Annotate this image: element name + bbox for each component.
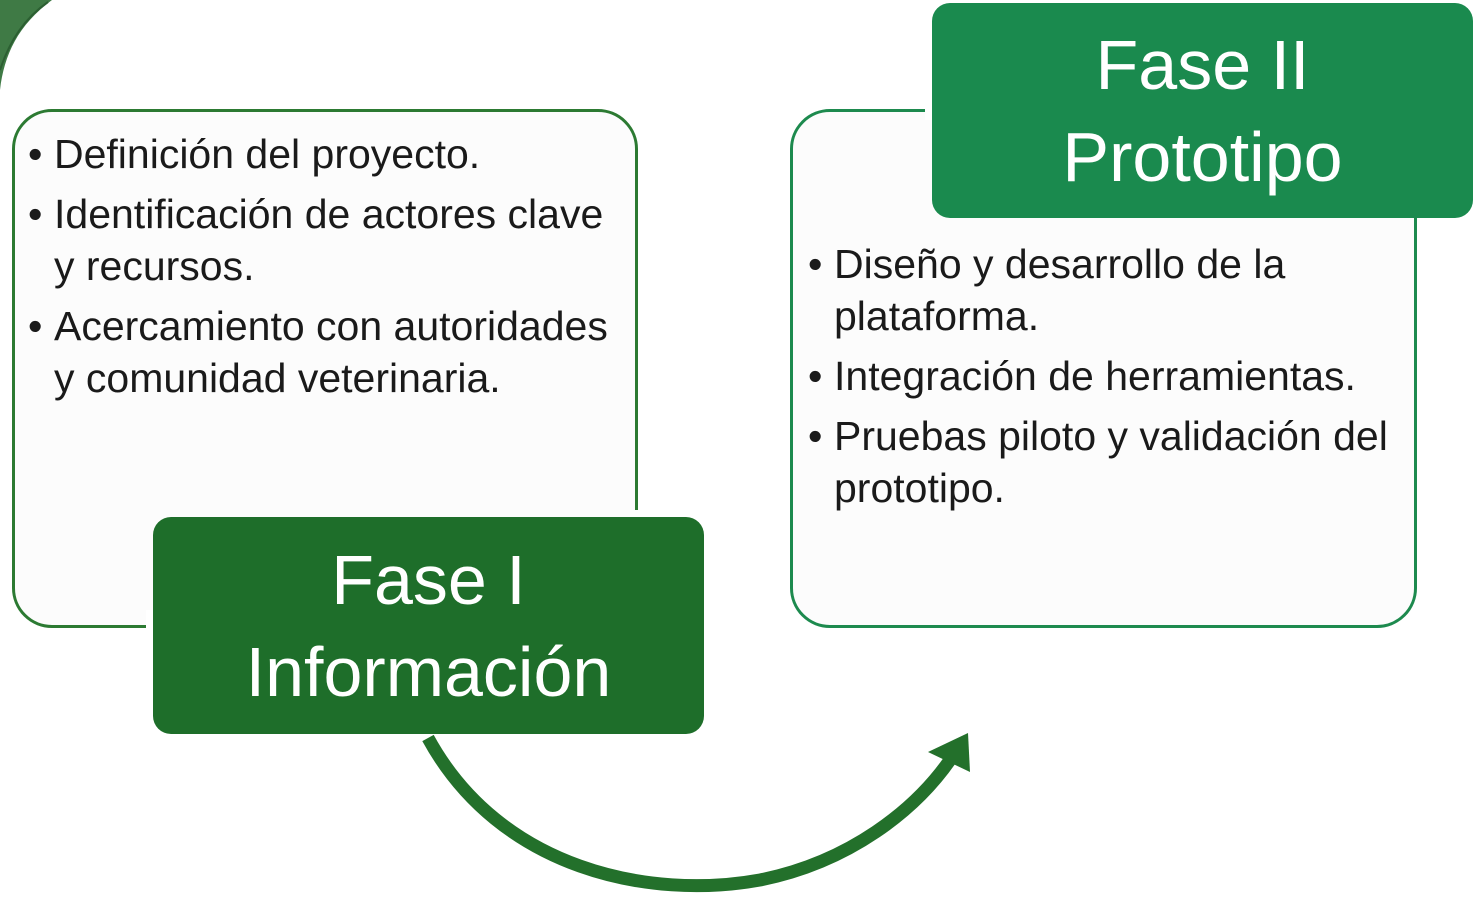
phase-2-title-line-2: Prototipo — [1062, 117, 1343, 196]
list-item-text: Acercamiento con autoridades y comunidad… — [54, 303, 608, 401]
bullet-icon: • — [28, 131, 43, 177]
list-item-text: Integración de herramientas. — [834, 353, 1356, 399]
phase-1-label: Fase I Información — [153, 517, 704, 734]
list-item: • Diseño y desarrollo de la plataforma. — [808, 238, 1408, 342]
list-item: • Identificación de actores clave y recu… — [28, 188, 618, 292]
bullet-icon: • — [28, 303, 43, 349]
phase-1-title-line-1: Fase I — [331, 540, 526, 619]
list-item: • Acercamiento con autoridades y comunid… — [28, 300, 618, 404]
phase-2-label: Fase II Prototipo — [932, 3, 1473, 218]
phase-2-bullet-list: • Diseño y desarrollo de la plataforma. … — [808, 238, 1408, 522]
list-item: • Integración de herramientas. — [808, 350, 1408, 402]
phase-1-title-line-2: Información — [245, 632, 612, 711]
phase-2-title-line-1: Fase II — [1095, 25, 1310, 104]
bullet-icon: • — [808, 241, 823, 287]
bullet-icon: • — [808, 413, 823, 459]
leaf-icon — [0, 0, 52, 90]
list-item-text: Pruebas piloto y validación del prototip… — [834, 413, 1388, 511]
list-item-text: Identificación de actores clave y recurs… — [54, 191, 604, 289]
list-item: • Pruebas piloto y validación del protot… — [808, 410, 1408, 514]
list-item-text: Diseño y desarrollo de la plataforma. — [834, 241, 1286, 339]
list-item-text: Definición del proyecto. — [54, 131, 481, 177]
bullet-icon: • — [28, 191, 43, 237]
border-gap — [146, 610, 156, 632]
bullet-icon: • — [808, 353, 823, 399]
phase-1-bullet-list: • Definición del proyecto. • Identificac… — [28, 128, 618, 412]
list-item: • Definición del proyecto. — [28, 128, 618, 180]
